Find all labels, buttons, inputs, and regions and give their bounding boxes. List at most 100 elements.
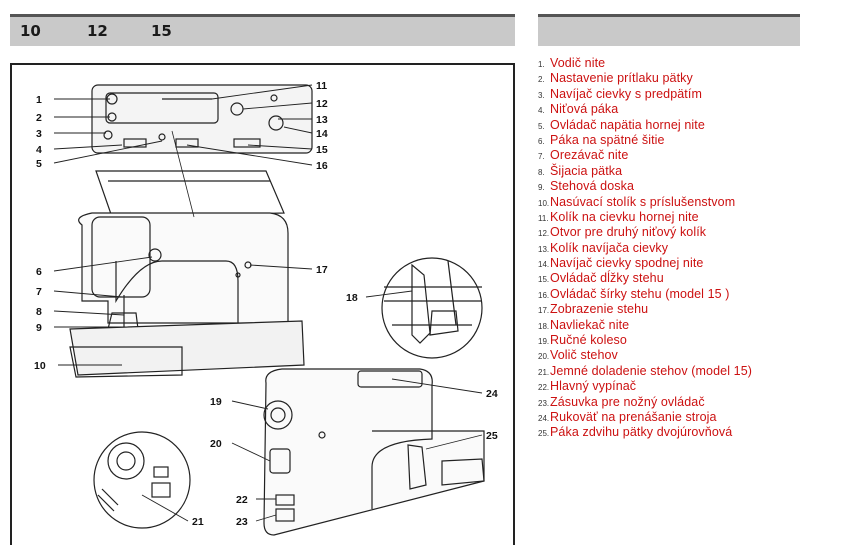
list-item: 8. Šijacia pätka [538,163,838,178]
part-number: 7. [538,152,545,162]
part-number: 24. [538,413,550,423]
list-item: 10.Nasúvací stolík s príslušenstvom [538,194,838,209]
callout-1: 1 [36,94,42,106]
list-item: 19.Ručné koleso [538,332,838,347]
list-item: 22.Hlavný vypínač [538,378,838,393]
part-number: 6. [538,136,545,146]
list-item: 7. Orezávač nite [538,147,838,162]
callout-23: 23 [236,516,248,528]
callout-6: 6 [36,266,42,278]
callout-7: 7 [36,286,42,298]
machine-body [69,212,305,378]
part-label: Ručné koleso [550,333,627,348]
list-item: 17.Zobrazenie stehu [538,301,838,316]
callout-22: 22 [236,494,248,506]
part-number: 20. [538,352,550,362]
part-label: Jemné doladenie stehov (model 15) [550,363,753,378]
part-number: 19. [538,337,550,347]
part-label: Vodič nite [550,56,606,70]
callout-11: 11 [316,80,327,92]
part-number: 22. [538,383,550,393]
list-item: 16.Ovládač šírky stehu (model 15 ) [538,286,838,301]
top-panel-view [91,84,313,154]
part-number: 5. [538,121,545,131]
list-item: 24.Rukoväť na prenášanie stroja [538,409,838,424]
diagram-illustration: 1 2 3 4 5 6 7 8 9 10 11 12 13 14 15 16 1… [34,80,498,536]
side-view-machine [263,368,485,536]
part-label: Ovládač dĺžky stehu [550,271,664,286]
part-number: 9. [538,183,545,193]
part-number: 17. [538,306,550,316]
list-item: 9. Stehová doska [538,178,838,193]
callout-8: 8 [36,306,42,318]
dial-inset [93,431,191,529]
model-number-15: 15 [151,22,172,40]
part-number: 15. [538,275,550,285]
part-number: 10. [538,198,550,208]
list-item: 25.Páka zdvihu pätky dvojúrovňová [538,424,838,439]
part-number: 4. [538,106,545,116]
part-label: Ovládač šírky stehu (model 15 ) [550,286,730,301]
part-label: Volič stehov [550,348,618,363]
callout-17: 17 [316,264,328,276]
part-number: 21. [538,367,550,377]
list-item: 15.Ovládač dĺžky stehu [538,270,838,285]
callout-5: 5 [36,158,42,170]
callout-numbers: 1 2 3 4 5 6 7 8 9 10 11 12 13 14 15 16 1… [34,80,498,528]
list-item: 20.Volič stehov [538,347,838,362]
open-lid [95,170,285,218]
list-item: 6. Páka na spätné šitie [538,132,838,147]
callout-3: 3 [36,128,42,140]
parts-list: 1.Vodič nite 2.Nastavenie prítlaku pätky… [538,55,838,440]
callout-14: 14 [316,128,328,140]
part-label: Rukoväť na prenášanie stroja [550,409,717,424]
part-label: Kolík na cievku hornej nite [550,209,699,224]
part-number: 13. [538,244,550,254]
part-label: Navliekač nite [550,317,630,332]
callout-15: 15 [316,144,328,156]
list-header-bar [538,14,800,46]
list-item: 4. Niťová páka [538,101,838,116]
list-item: 14.Navíjač cievky spodnej nite [538,255,838,270]
callout-16: 16 [316,160,328,172]
part-label: Otvor pre druhý niťový kolík [550,225,707,240]
part-label: Niťová páka [550,102,619,117]
list-item: 21.Jemné doladenie stehov (model 15) [538,363,838,378]
part-label: Orezávač nite [550,148,629,163]
part-number: 25. [538,429,550,439]
callout-9: 9 [36,322,42,334]
part-number: 3. [538,90,545,100]
callout-19: 19 [210,396,222,408]
part-number: 23. [538,398,550,408]
list-item: 11.Kolík na cievku hornej nite [538,209,838,224]
list-item: 13.Kolík navíjača cievky [538,240,838,255]
list-item: 3.Navíjač cievky s predpätím [538,86,838,101]
part-label: Stehová doska [550,179,634,194]
list-item: 18.Navliekač nite [538,317,838,332]
part-label: Nastavenie prítlaku pätky [550,71,693,86]
part-label: Šijacia pätka [550,163,623,178]
callout-4: 4 [36,144,42,156]
sewing-machine-diagram: 1 2 3 4 5 6 7 8 9 10 11 12 13 14 15 16 1… [10,63,515,545]
part-number: 18. [538,321,550,331]
model-number-12: 12 [87,22,108,40]
part-number: 11. [538,213,549,223]
callout-13: 13 [316,114,328,126]
part-label: Kolík navíjača cievky [550,240,669,255]
callout-24: 24 [486,388,498,400]
part-number: 12. [538,229,550,239]
list-item: 12.Otvor pre druhý niťový kolík [538,224,838,239]
part-number: 2. [538,75,545,85]
list-item: 5. Ovládač napätia hornej nite [538,117,838,132]
part-number: 14. [538,260,550,270]
part-label: Páka zdvihu pätky dvojúrovňová [550,425,733,440]
needle-threader-inset [381,257,483,359]
part-label: Ovládač napätia hornej nite [550,117,705,132]
part-number: 8. [538,167,545,177]
leader-lines [53,84,483,522]
list-item: 23.Zásuvka pre nožný ovládač [538,394,838,409]
callout-2: 2 [36,112,42,124]
callout-20: 20 [210,438,222,450]
part-label: Páka na spätné šitie [550,132,665,147]
callout-18: 18 [346,292,358,304]
